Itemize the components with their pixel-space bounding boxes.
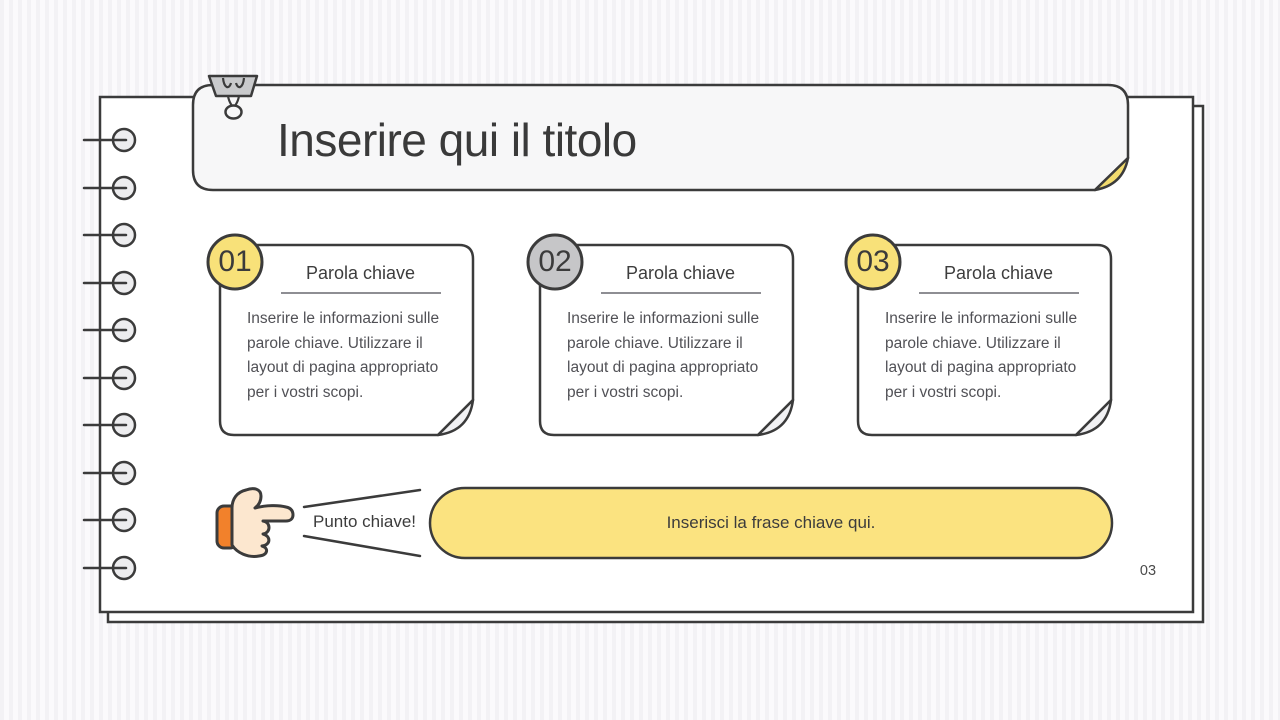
card-body-text[interactable]: Inserire le informazioni sulle parole ch… bbox=[247, 310, 440, 401]
banner-fold-corner bbox=[1093, 156, 1130, 192]
card-heading[interactable]: Parola chiave bbox=[943, 263, 1054, 283]
card-heading[interactable]: Parola chiave bbox=[305, 263, 416, 283]
card-body-text[interactable]: Inserire le informazioni sulle parole ch… bbox=[567, 310, 760, 401]
card-fold-corner bbox=[436, 398, 475, 437]
key-point-label[interactable]: Punto chiave! bbox=[312, 512, 416, 531]
card-body-text[interactable]: Inserire le informazioni sulle parole ch… bbox=[885, 310, 1078, 401]
card-fold-corner bbox=[1074, 398, 1113, 437]
emphasis-lines bbox=[302, 488, 422, 558]
pointing-hand-icon bbox=[215, 487, 295, 558]
card-number: 01 bbox=[218, 245, 252, 278]
card-fold-corner bbox=[756, 398, 795, 437]
card-number: 03 bbox=[856, 245, 890, 278]
page-number: 03 bbox=[1139, 563, 1157, 579]
key-phrase-text[interactable]: Inserisci la frase chiave qui. bbox=[666, 513, 876, 532]
title-banner bbox=[191, 83, 1130, 192]
card-number: 02 bbox=[538, 245, 572, 278]
key-phrase-pill bbox=[428, 486, 1114, 560]
card-heading-divider bbox=[919, 292, 1079, 294]
slide-title[interactable]: Inserire qui il titolo bbox=[277, 114, 637, 166]
card-number-badge bbox=[844, 233, 902, 291]
card-heading[interactable]: Parola chiave bbox=[625, 263, 736, 283]
card-number-badge bbox=[526, 233, 584, 291]
card-number-badge bbox=[206, 233, 264, 291]
card-heading-divider bbox=[281, 292, 441, 294]
binder-clip-icon bbox=[207, 74, 259, 120]
card-heading-divider bbox=[601, 292, 761, 294]
